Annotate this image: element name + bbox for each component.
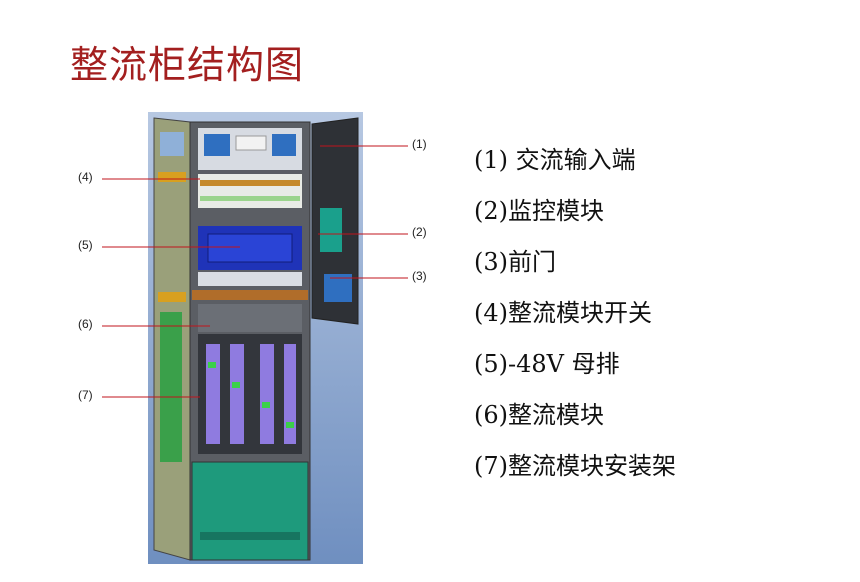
- callout-label: (5): [78, 238, 93, 252]
- rectifier-cabinet-illustration: [148, 112, 363, 564]
- callout-label: (3): [412, 269, 427, 283]
- legend-item: (6)整流模块: [474, 401, 604, 429]
- legend-item: (3)前门: [474, 248, 556, 276]
- page-title: 整流柜结构图: [70, 43, 305, 87]
- callout-label: (4): [78, 170, 93, 184]
- callout-label: (2): [412, 225, 427, 239]
- legend-item: (7)整流模块安装架: [474, 452, 676, 480]
- callout-label: (1): [412, 137, 427, 151]
- legend-item: (1) 交流输入端: [474, 146, 636, 174]
- legend-item: (4)整流模块开关: [474, 299, 652, 327]
- component-legend: (1) 交流输入端 (2)监控模块 (3)前门 (4)整流模块开关 (5)-48…: [474, 143, 676, 500]
- callout-label: (6): [78, 317, 93, 331]
- callout-label: (7): [78, 388, 93, 402]
- legend-item: (5)-48V 母排: [474, 350, 620, 378]
- legend-item: (2)监控模块: [474, 197, 604, 225]
